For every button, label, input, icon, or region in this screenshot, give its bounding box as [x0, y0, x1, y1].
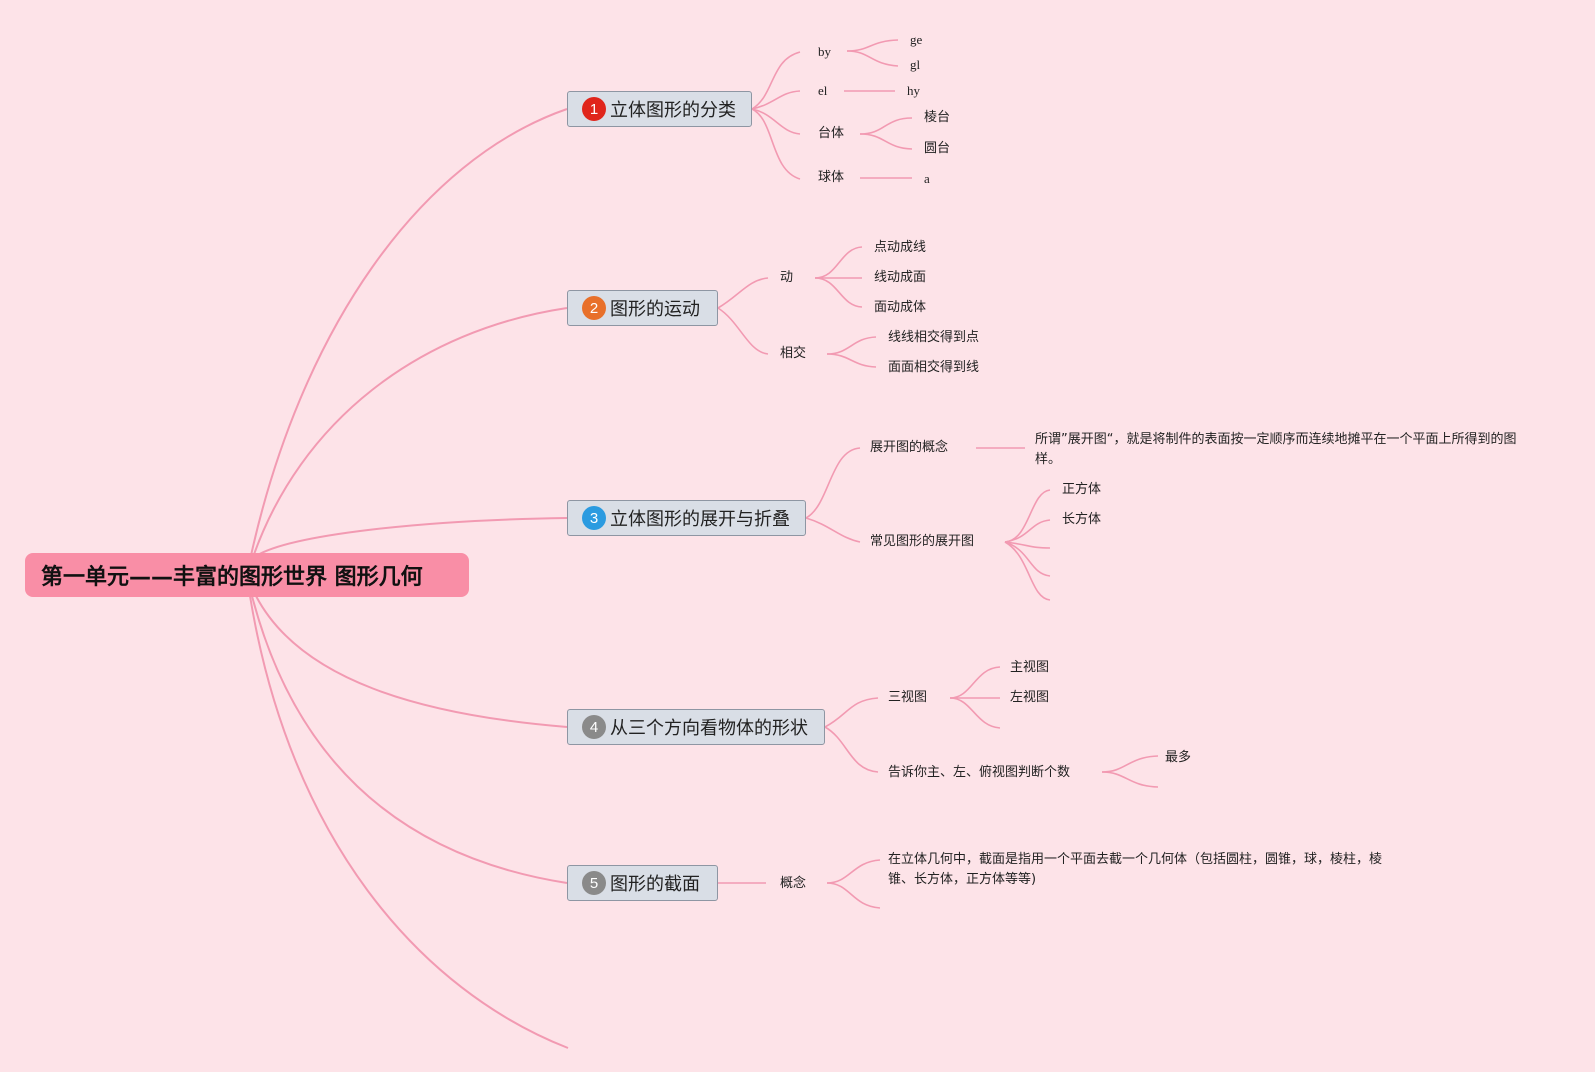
number-3-icon: 3 — [582, 506, 606, 530]
edge-root-branch-4 — [255, 595, 568, 728]
topic-taiti[interactable]: 台体 — [818, 126, 845, 141]
topic-qiuti[interactable]: 球体 — [818, 170, 845, 185]
number-2-icon: 2 — [582, 296, 606, 320]
topic-a[interactable]: a — [924, 171, 930, 186]
topic-zhushitu[interactable]: 主视图 — [1010, 660, 1050, 675]
topic-gl[interactable]: gl — [910, 57, 921, 72]
edge-root-branch-1 — [249, 108, 568, 561]
branch-1[interactable]: 1 立体图形的分类 — [567, 91, 752, 127]
branch-2[interactable]: 2 图形的运动 — [567, 290, 718, 326]
root-topic[interactable]: 第一单元——丰富的图形世界 图形几何 — [25, 553, 469, 597]
number-1-icon: 1 — [582, 97, 606, 121]
topic-hy[interactable]: hy — [907, 83, 920, 98]
branch-4[interactable]: 4 从三个方向看物体的形状 — [567, 709, 825, 745]
branch-3[interactable]: 3 立体图形的展开与折叠 — [567, 500, 806, 536]
edge-root-branch-5 — [251, 595, 568, 884]
branch-3-label: 立体图形的展开与折叠 — [610, 509, 790, 530]
topic-dong[interactable]: 动 — [780, 270, 794, 285]
topic-zhankaitu-definition[interactable]: 所谓”展开图“，就是将制件的表面按一定顺序而连续地摊平在一个平面上所得到的图样。 — [1035, 432, 1517, 467]
topic-mianmian[interactable]: 面面相交得到线 — [888, 360, 980, 375]
topic-ge[interactable]: ge — [910, 32, 923, 47]
branch-5[interactable]: 5 图形的截面 — [567, 865, 718, 901]
branch-1-label: 立体图形的分类 — [610, 100, 736, 121]
topic-diandong[interactable]: 点动成线 — [874, 240, 927, 255]
topic-xiangjiao[interactable]: 相交 — [780, 346, 807, 361]
topic-changfangti[interactable]: 长方体 — [1062, 512, 1102, 527]
topic-lengtai[interactable]: 棱台 — [924, 110, 951, 125]
number-5-icon: 5 — [582, 871, 606, 895]
topic-sanshitu[interactable]: 三视图 — [888, 690, 928, 705]
topic-yuantai[interactable]: 圆台 — [924, 141, 951, 156]
topic-zuiduo[interactable]: 最多 — [1165, 750, 1192, 765]
topic-miandong[interactable]: 面动成体 — [874, 300, 927, 315]
topic-gainian[interactable]: 概念 — [780, 876, 807, 891]
branch-2-label: 图形的运动 — [610, 299, 700, 320]
branch-4-label: 从三个方向看物体的形状 — [610, 718, 808, 739]
edge-root-branch-3 — [255, 517, 568, 557]
topic-changjian-zhankaitu[interactable]: 常见图形的展开图 — [870, 534, 975, 549]
topic-jiemian-definition[interactable]: 在立体几何中，截面是指用一个平面去截一个几何体（包括圆柱，圆锥，球，棱柱，棱锥、… — [888, 852, 1383, 887]
branch-5-label: 图形的截面 — [610, 874, 700, 895]
topic-xiandong[interactable]: 线动成面 — [874, 270, 927, 285]
topic-by[interactable]: by — [818, 44, 831, 59]
topic-panduan-geshu[interactable]: 告诉你主、左、俯视图判断个数 — [888, 765, 1071, 780]
edge-root-branch-6 — [249, 595, 569, 1049]
topic-zuoshitu[interactable]: 左视图 — [1010, 690, 1050, 705]
number-4-icon: 4 — [582, 715, 606, 739]
topic-zhengfangti[interactable]: 正方体 — [1062, 482, 1102, 497]
edge-root-branch-2 — [251, 307, 568, 561]
topic-el[interactable]: el — [818, 83, 828, 98]
topic-xianxian[interactable]: 线线相交得到点 — [888, 330, 980, 345]
topic-zhankaitu-gainian[interactable]: 展开图的概念 — [870, 440, 949, 455]
root-title: 第一单元——丰富的图形世界 图形几何 — [41, 565, 423, 590]
